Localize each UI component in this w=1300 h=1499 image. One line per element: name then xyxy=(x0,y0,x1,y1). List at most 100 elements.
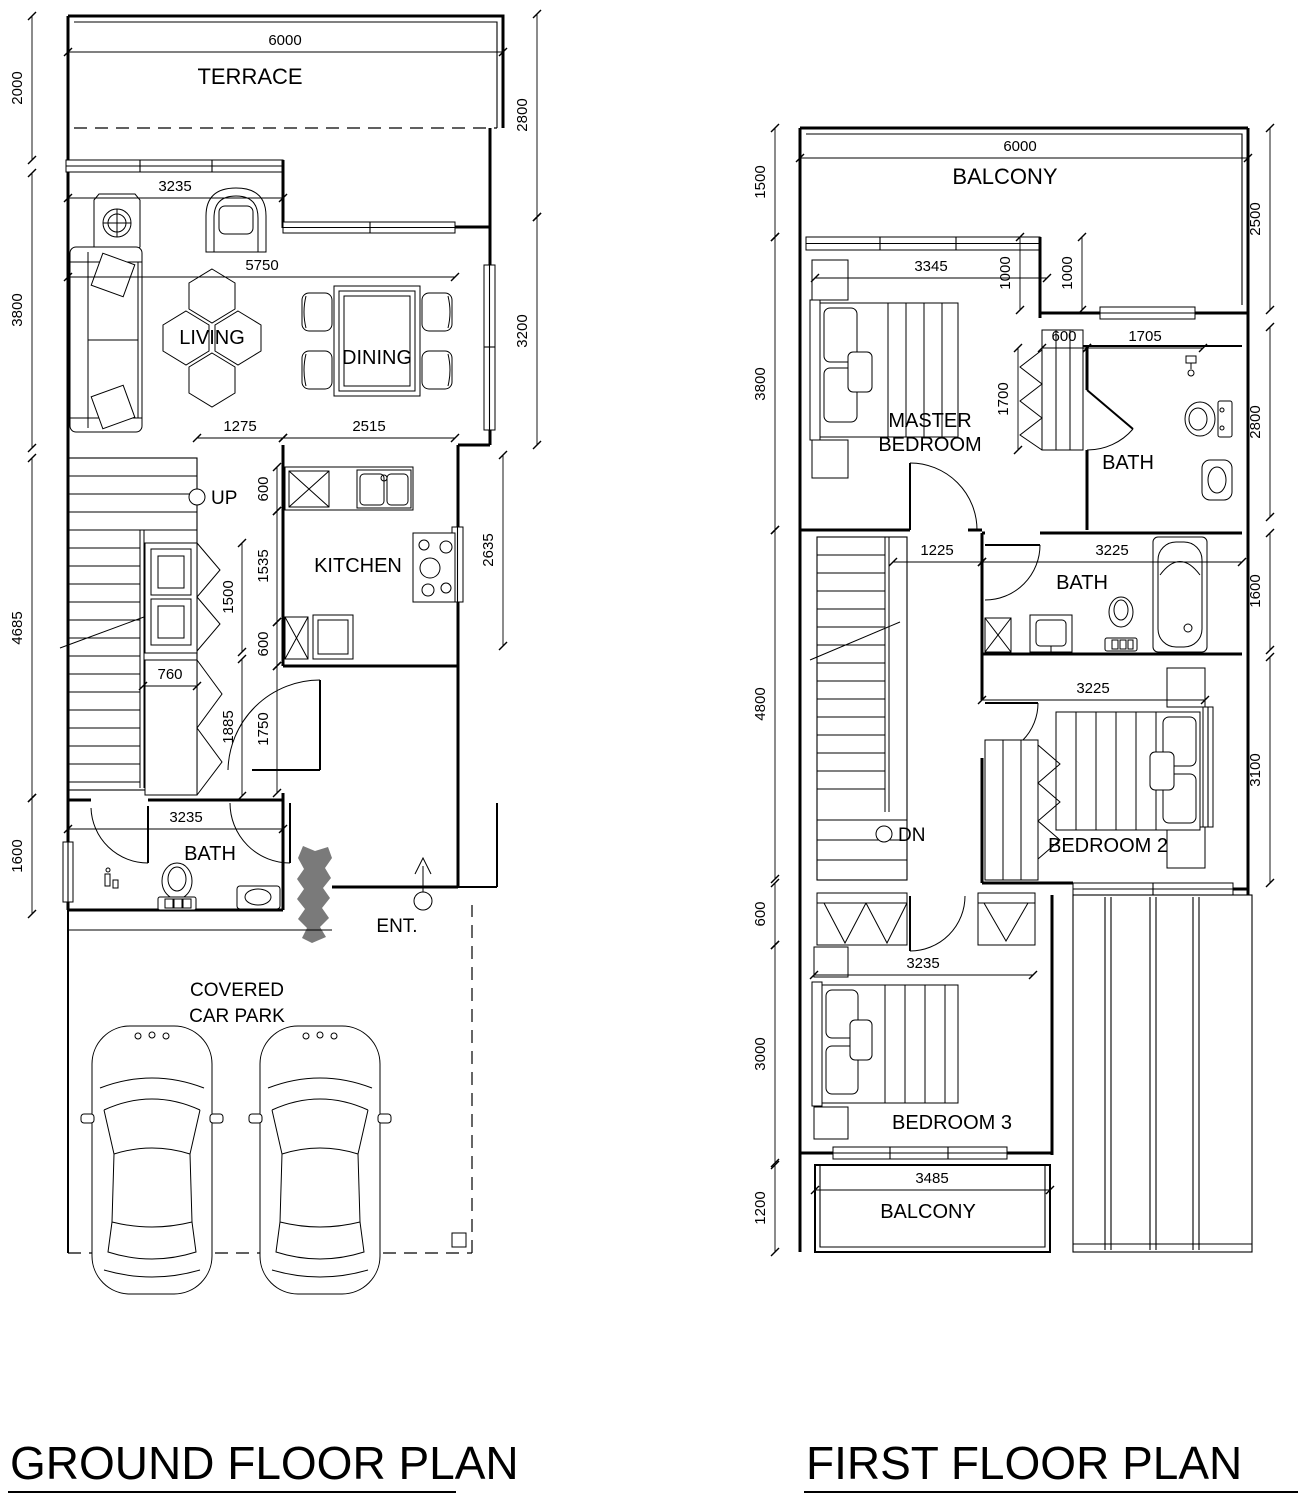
gf-carpark-label-2: CAR PARK xyxy=(189,1006,285,1027)
gf-dim-5750: 5750 xyxy=(245,257,278,274)
ground-floor-plan: UP xyxy=(9,9,542,1295)
ff-master-bed xyxy=(809,259,959,479)
ff-dim-3000: 3000 xyxy=(752,1037,769,1070)
ff-dim-2500: 2500 xyxy=(1247,202,1264,235)
ff-bath-top-door-leaf xyxy=(1086,389,1134,430)
gf-dim-1885: 1885 xyxy=(220,710,237,743)
gf-entry-door-swing xyxy=(229,802,291,864)
ff-bedroom3-label: BEDROOM 3 xyxy=(892,1112,1012,1134)
gf-doors xyxy=(90,679,321,864)
gf-armchair xyxy=(205,187,267,253)
ff-dim-1700: 1700 xyxy=(995,382,1012,415)
gf-dim-760: 760 xyxy=(157,666,182,683)
ff-master-label-2: BEDROOM xyxy=(878,434,981,456)
gf-dim-6000: 6000 xyxy=(268,32,301,49)
gf-dim-3235b: 3235 xyxy=(169,809,202,826)
gf-ent-label: ENT. xyxy=(376,916,417,937)
sheet-titles: GROUND FLOOR PLAN FIRST FLOOR PLAN xyxy=(8,1437,1298,1493)
ff-dim-1200: 1200 xyxy=(752,1191,769,1224)
ff-dim-1705: 1705 xyxy=(1128,328,1161,345)
ff-dim-6000: 6000 xyxy=(1003,138,1036,155)
gf-carpark xyxy=(67,905,473,1295)
ff-dim-3345: 3345 xyxy=(914,258,947,275)
gf-living-label: LIVING xyxy=(179,327,245,349)
gf-walls xyxy=(62,14,505,912)
gf-wardrobe xyxy=(144,542,221,654)
ff-master-label-1: MASTER xyxy=(888,410,971,432)
gf-entrance-arrow xyxy=(413,856,433,911)
gf-dim-1275: 1275 xyxy=(223,418,256,435)
gf-stair-break-line xyxy=(59,613,153,649)
ff-dim-1000a: 1000 xyxy=(997,256,1014,289)
ff-dim-3235: 3235 xyxy=(906,955,939,972)
ground-floor-title: GROUND FLOOR PLAN xyxy=(10,1437,519,1489)
car-2 xyxy=(248,1025,392,1295)
gf-dim-1535: 1535 xyxy=(255,549,272,582)
ff-roof-deck xyxy=(1072,894,1253,1253)
ff-dim-1600: 1600 xyxy=(1247,574,1264,607)
gf-toilet xyxy=(157,862,197,911)
ff-bath-top-fixtures xyxy=(1184,355,1233,501)
ff-dim-2800: 2800 xyxy=(1247,405,1264,438)
ff-balcony-bottom-label: BALCONY xyxy=(880,1201,976,1223)
gf-dim-1500: 1500 xyxy=(220,580,237,613)
ff-balcony-bottom-wall xyxy=(814,1164,1051,1253)
ff-dim-1500: 1500 xyxy=(752,165,769,198)
ff-closets xyxy=(816,892,1036,946)
ff-dn-marker xyxy=(875,825,893,843)
gf-dim-600b: 600 xyxy=(255,631,272,656)
gf-carpark-label-1: COVERED xyxy=(190,980,284,1001)
gf-coffee-tables xyxy=(162,268,262,408)
gf-dim-1600: 1600 xyxy=(9,839,26,872)
ff-stair-break-line xyxy=(809,621,901,661)
ff-bedroom2-wardrobe xyxy=(984,739,1039,881)
car-1 xyxy=(80,1025,224,1295)
gf-dim-2000: 2000 xyxy=(9,71,26,104)
ff-dimensions: 6000 1500 3800 4800 600 3000 1200 2500 2… xyxy=(752,123,1275,1257)
gf-dim-2800: 2800 xyxy=(514,98,531,131)
ff-bathtub xyxy=(1152,536,1208,653)
gf-kitchen-counter xyxy=(284,466,456,660)
gf-up-marker xyxy=(188,488,206,506)
ff-dim-3100: 3100 xyxy=(1247,753,1264,786)
gf-stairs: UP xyxy=(59,457,237,791)
ff-bath-mid-door-swing xyxy=(984,544,1041,601)
gf-planter xyxy=(297,846,332,943)
ff-dim-600L: 600 xyxy=(752,901,769,926)
gf-hall-door-swing xyxy=(227,679,321,771)
ff-bath-mid-label: BATH xyxy=(1056,572,1108,594)
gf-dim-600a: 600 xyxy=(255,476,272,501)
ff-bedroom3-door-swing xyxy=(909,895,966,952)
first-floor-plan: DN xyxy=(752,123,1275,1257)
ff-dim-3485: 3485 xyxy=(915,1170,948,1187)
ff-bedroom2-label: BEDROOM 2 xyxy=(1048,835,1168,857)
gf-up-label: UP xyxy=(211,488,237,509)
gf-terrace-label: TERRACE xyxy=(197,64,302,89)
ff-bedroom2-furniture xyxy=(984,667,1206,881)
ff-dim-3800: 3800 xyxy=(752,367,769,400)
ff-bath-top-door-swing xyxy=(1086,428,1134,451)
ff-dim-1000b: 1000 xyxy=(1059,256,1076,289)
gf-dimensions: 6000 2000 3800 4685 1600 2800 3200 2635 … xyxy=(9,9,542,919)
gf-dining-label: DINING xyxy=(342,347,412,369)
ff-bath-mid-toilet xyxy=(1108,596,1134,628)
gf-dim-3200: 3200 xyxy=(514,314,531,347)
ff-dim-3225b: 3225 xyxy=(1076,680,1109,697)
gf-bath-label: BATH xyxy=(184,843,236,865)
gf-dim-3800: 3800 xyxy=(9,293,26,326)
ff-dim-1225: 1225 xyxy=(920,542,953,559)
gf-kitchen-label: KITCHEN xyxy=(314,555,402,577)
gf-dim-2635: 2635 xyxy=(480,533,497,566)
ff-dim-600c: 600 xyxy=(1051,328,1076,345)
ff-stairs: DN xyxy=(809,536,925,881)
first-floor-title: FIRST FLOOR PLAN xyxy=(806,1437,1242,1489)
gf-dim-2515: 2515 xyxy=(352,418,385,435)
ff-bath-top-label: BATH xyxy=(1102,452,1154,474)
gf-dim-1750: 1750 xyxy=(255,712,272,745)
gf-dim-3235a: 3235 xyxy=(158,178,191,195)
ff-balcony-top-label: BALCONY xyxy=(952,164,1057,189)
ff-dim-4800: 4800 xyxy=(752,687,769,720)
gf-bath-door-swing xyxy=(90,807,149,864)
ff-walls xyxy=(798,126,1250,1253)
ff-master-door-swing xyxy=(909,462,978,531)
